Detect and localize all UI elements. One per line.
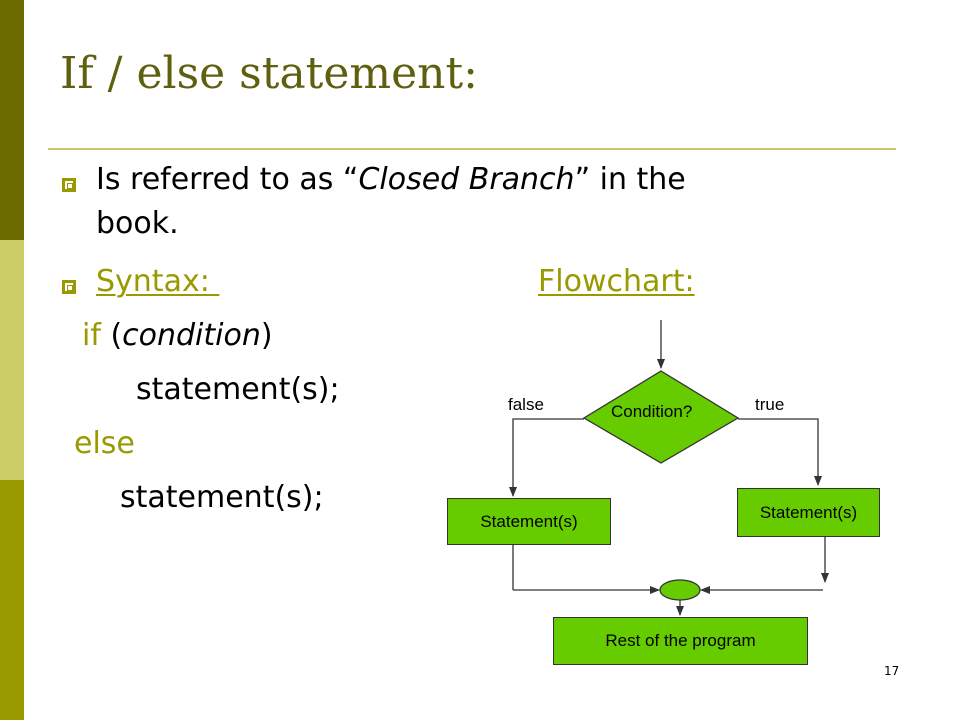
side-strip-bottom	[0, 480, 24, 720]
true-label: true	[755, 395, 785, 414]
bullet-square-icon	[62, 178, 76, 192]
bullet-suffix: ” in the	[574, 162, 686, 197]
closed-branch-term: Closed Branch	[358, 162, 575, 197]
bullet-prefix: Is referred to as “	[96, 162, 359, 197]
paren-close: )	[260, 318, 273, 353]
false-branch-arrow	[509, 418, 584, 497]
code-statement-2: statement(s);	[120, 480, 324, 515]
code-else-keyword: else	[74, 426, 135, 461]
side-strip-middle	[0, 240, 24, 480]
decision-label: Condition?	[611, 402, 693, 421]
code-statement-1: statement(s);	[136, 372, 340, 407]
title-underline	[48, 148, 896, 150]
decision-diamond	[582, 370, 740, 464]
flowchart-link[interactable]: Flowchart:	[538, 264, 695, 299]
syntax-link[interactable]: Syntax:	[96, 264, 220, 299]
slide-title: If / else statement:	[60, 48, 478, 99]
code-if-line: if (condition)	[82, 318, 273, 353]
false-statement-box: Statement(s)	[447, 498, 611, 545]
merge-connector	[659, 579, 701, 601]
rest-of-program-box: Rest of the program	[553, 617, 808, 665]
side-strip-top	[0, 0, 24, 240]
page-number: 17	[884, 664, 900, 678]
paren-open: (	[100, 318, 123, 353]
if-keyword: if	[82, 318, 101, 353]
false-label: false	[508, 395, 544, 414]
condition-term: condition	[122, 318, 261, 353]
true-statement-box: Statement(s)	[737, 488, 880, 537]
bullet-text-line2: book.	[96, 206, 179, 241]
bullet-square-icon	[62, 280, 76, 294]
bullet-text-line1: Is referred to as “Closed Branch” in the	[96, 162, 686, 197]
true-branch-arrow	[738, 418, 822, 486]
